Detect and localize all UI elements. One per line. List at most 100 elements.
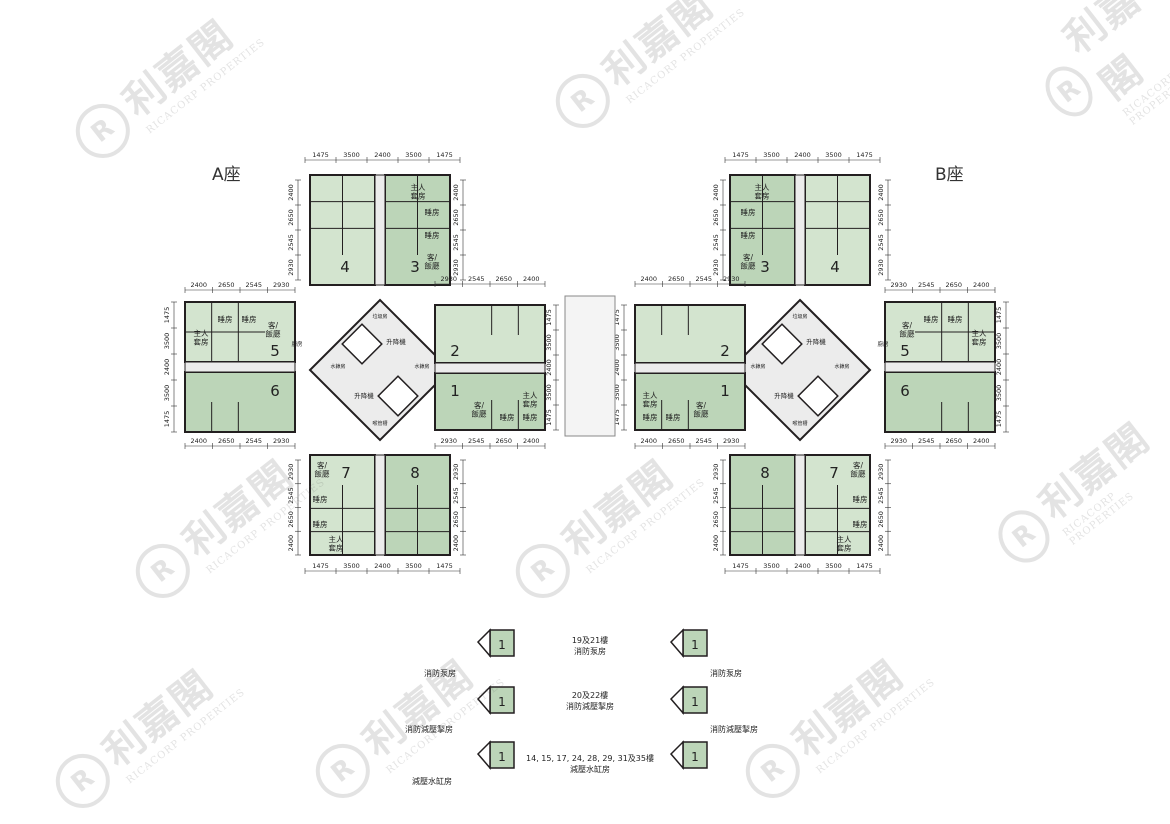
block-a-unit-number-6: 6: [270, 382, 280, 400]
dimension-label: 3500: [825, 151, 842, 159]
dimension-label: 1475: [995, 411, 1003, 428]
link-bridge: [564, 295, 616, 437]
block-b-title: B座: [935, 165, 964, 185]
dimension-label: 2650: [877, 209, 885, 226]
dimension-label: 2930: [890, 281, 907, 289]
block-b-corridor-top: [794, 174, 806, 286]
bedroom-label: 睡房: [666, 412, 681, 422]
dimension-label: 3500: [163, 333, 171, 350]
dimension-label: 2930: [273, 281, 290, 289]
dimension-label: 3500: [545, 334, 553, 351]
block-b-unit-4: [804, 174, 871, 286]
dimension-label: 2400: [712, 184, 720, 201]
master-suite-label: 主人: [329, 534, 344, 544]
dimension-label: 2650: [877, 511, 885, 528]
block-a-corridor-top: [374, 174, 386, 286]
block-b-unit-number-3: 3: [760, 258, 770, 276]
block-b-unit-number-5: 5: [900, 342, 910, 360]
living-dining-label: 飯廳: [694, 409, 709, 419]
dimension-label: 2400: [712, 535, 720, 552]
living-dining-label: 飯廳: [900, 329, 915, 339]
dimension-label: 2650: [712, 209, 720, 226]
block-b-unit-number-1: 1: [720, 382, 730, 400]
dimension-label: 2545: [695, 275, 712, 283]
master-suite-label: 套房: [755, 191, 770, 201]
dimension-label: 2400: [640, 437, 657, 445]
living-dining-label: 客/: [743, 252, 753, 262]
dimension-label: 3500: [545, 384, 553, 401]
dimension-label: 2650: [495, 437, 512, 445]
dimension-label: 2930: [877, 464, 885, 481]
dimension-label: 2545: [245, 437, 262, 445]
legend-unit-number: 1: [498, 638, 506, 652]
dimension-label: 2650: [495, 275, 512, 283]
living-dining-label: 客/: [853, 460, 863, 470]
dimension-label: 2400: [877, 535, 885, 552]
dimension-label: 2400: [452, 535, 460, 552]
dimension-label: 2400: [640, 275, 657, 283]
block-a-corridor-bottom: [374, 454, 386, 556]
master-suite-label: 主人: [972, 328, 987, 338]
dimension-label: 2400: [190, 281, 207, 289]
bedroom-label: 睡房: [218, 314, 233, 324]
legend-row-1-left: 消防泵房: [424, 669, 456, 678]
bedroom-label: 睡房: [643, 412, 658, 422]
dimension-label: 2545: [877, 234, 885, 251]
living-dining-label: 飯廳: [425, 261, 440, 271]
living-dining-label: 飯廳: [315, 469, 330, 479]
living-dining-label: 飯廳: [472, 409, 487, 419]
legend-row-3-left: 減壓水缸房: [412, 777, 452, 786]
dimension-label: 2400: [613, 359, 621, 376]
dimension-label: 2650: [945, 281, 962, 289]
dimension-label: 1475: [732, 151, 749, 159]
water-meter-label: 水錶房: [750, 363, 765, 370]
legend-mini-plan: 1: [476, 685, 515, 716]
dimension-label: 2400: [523, 437, 540, 445]
dimension-label: 2650: [668, 437, 685, 445]
dimension-label: 2930: [712, 259, 720, 276]
dimension-label: 2930: [273, 437, 290, 445]
dimension-label: 1475: [163, 307, 171, 324]
dimension-label: 2400: [545, 359, 553, 376]
bedroom-label: 睡房: [853, 519, 868, 529]
master-suite-label: 主人: [194, 328, 209, 338]
dimension-label: 2930: [890, 437, 907, 445]
legend-unit-number: 1: [498, 750, 506, 764]
dimension-label: 2545: [287, 487, 295, 504]
dimension-label: 2400: [287, 535, 295, 552]
dimension-label: 2545: [245, 281, 262, 289]
dimension-label: 1475: [312, 151, 329, 159]
dimension-label: 1475: [545, 309, 553, 326]
dimension-label: 2650: [945, 437, 962, 445]
master-suite-label: 套房: [194, 337, 209, 347]
dimension-label: 1475: [436, 562, 453, 570]
dimension-label: 2930: [452, 464, 460, 481]
living-dining-label: 客/: [696, 400, 706, 410]
block-a-unit-7: [309, 454, 376, 556]
dimension-label: 2400: [973, 437, 990, 445]
lift-label: 升降機: [806, 337, 826, 346]
block-b-unit-number-2: 2: [720, 342, 730, 360]
block-a-unit-number-3: 3: [410, 258, 420, 276]
dimension-label: 2930: [723, 437, 740, 445]
bedroom-label: 睡房: [948, 314, 963, 324]
master-suite-label: 套房: [411, 191, 426, 201]
dimension-label: 2545: [918, 281, 935, 289]
bedroom-label: 睡房: [924, 314, 939, 324]
dimension-label: 1475: [436, 151, 453, 159]
block-a-unit-number-8: 8: [410, 464, 420, 482]
bedroom-label: 睡房: [741, 207, 756, 217]
block-a-unit-number-5: 5: [270, 342, 280, 360]
dimension-label: 2400: [973, 281, 990, 289]
legend-unit-number: 1: [691, 638, 699, 652]
master-suite-label: 主人: [837, 534, 852, 544]
legend-unit-number: 1: [691, 695, 699, 709]
dimension-label: 2545: [287, 234, 295, 251]
